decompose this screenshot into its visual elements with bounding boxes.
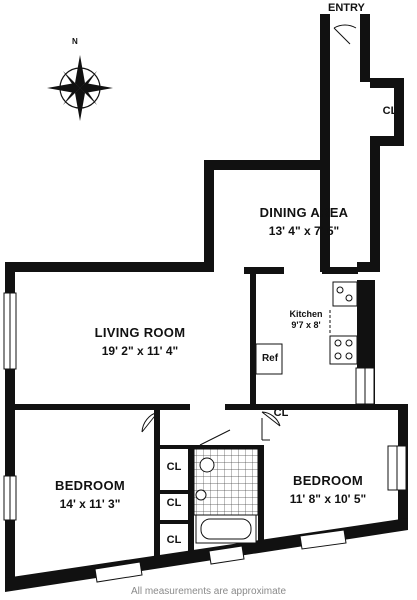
- room-dimensions: 9'7 x 8': [291, 320, 321, 330]
- room-kitchen: Kitchen 9'7 x 8': [284, 309, 328, 330]
- refrigerator-label: Ref: [261, 353, 279, 364]
- interior-walls: [15, 267, 408, 558]
- room-name: BEDROOM: [55, 478, 125, 493]
- closet-label-1: CL: [166, 461, 182, 473]
- room-bedroom-right: BEDROOM 11' 8" x 10' 5": [276, 473, 380, 506]
- disclaimer-text: All measurements are approximate: [130, 586, 287, 597]
- compass-icon: [47, 55, 113, 121]
- room-name: BEDROOM: [293, 473, 363, 488]
- room-name: DINING AREA: [259, 205, 349, 220]
- bathroom: [193, 448, 259, 544]
- closet-label-entry: CL: [382, 105, 398, 117]
- room-dimensions: 19' 2" x 11' 4": [101, 344, 179, 358]
- room-dimensions: 13' 4" x 7' 5": [268, 224, 340, 238]
- room-dining-area: DINING AREA 13' 4" x 7' 5": [248, 205, 360, 238]
- kitchen-fixtures: [255, 281, 358, 375]
- room-name: Kitchen: [289, 309, 323, 319]
- room-living-room: LIVING ROOM 19' 2" x 11' 4": [80, 325, 200, 358]
- room-dimensions: 14' x 11' 3": [59, 497, 121, 511]
- room-bedroom-left: BEDROOM 14' x 11' 3": [40, 478, 140, 511]
- closet-label-3: CL: [166, 534, 182, 546]
- closet-label-hall: CL: [273, 407, 289, 419]
- windows: [3, 292, 407, 583]
- compass-north-label: N: [72, 37, 78, 46]
- doors: [141, 24, 357, 446]
- room-dimensions: 11' 8" x 10' 5": [289, 492, 367, 506]
- closet-label-2: CL: [166, 497, 182, 509]
- room-name: LIVING ROOM: [94, 325, 186, 340]
- entry-label: ENTRY: [328, 2, 365, 14]
